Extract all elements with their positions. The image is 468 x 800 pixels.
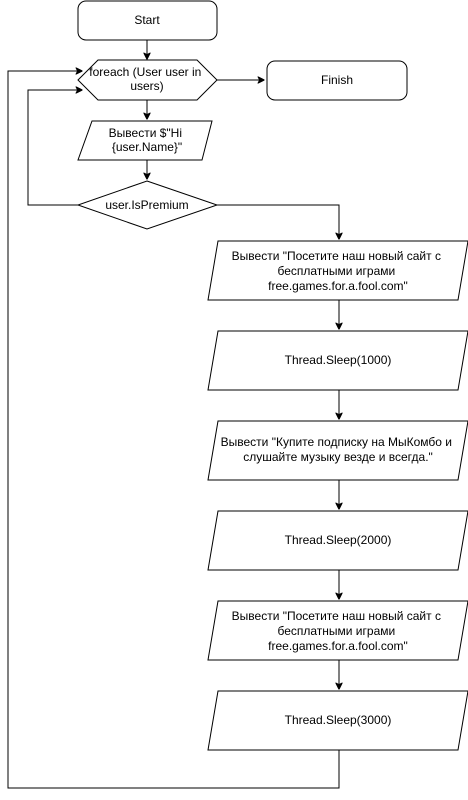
sleep-1-label: Thread.Sleep(1000) [285, 353, 392, 367]
output-subscribe-line-2: слушайте музыку везде и всегда." [243, 450, 433, 464]
finish-node: Finish [266, 60, 408, 101]
output-site-1-line-3: free.games.for.a.fool.com" [268, 279, 408, 293]
output-hi-label: Вывести $"Hi {user.Name}" [109, 126, 186, 154]
output-site-1-label: Вывести "Посетите наш новый сайт с беспл… [232, 249, 445, 293]
foreach-label: foreach (User user in users) [89, 65, 204, 93]
sleep-2-node: Thread.Sleep(2000) [207, 510, 468, 571]
sleep-3-node: Thread.Sleep(3000) [207, 690, 468, 751]
edge-condition-true [217, 204, 339, 239]
condition-label: user.IsPremium [105, 198, 188, 212]
output-site-2-node: Вывести "Посетите наш новый сайт с беспл… [207, 600, 468, 661]
edge-condition-false-loop [27, 90, 82, 206]
output-hi-line-1: Вывести $"Hi [109, 126, 182, 140]
start-node: Start [77, 0, 218, 41]
edges [7, 40, 340, 789]
output-hi-node: Вывести $"Hi {user.Name}" [77, 120, 213, 161]
edge-sleep3-loop-back [7, 71, 340, 789]
output-site-2-label: Вывести "Посетите наш новый сайт с беспл… [232, 609, 445, 653]
output-site-1-line-1: Вывести "Посетите наш новый сайт с [232, 249, 441, 263]
start-label: Start [134, 13, 160, 27]
output-site-1-node: Вывести "Посетите наш новый сайт с беспл… [207, 240, 468, 301]
output-subscribe-label: Вывести "Купите подписку на МыКомбо и сл… [221, 435, 456, 464]
sleep-1-node: Thread.Sleep(1000) [207, 330, 468, 391]
foreach-node: foreach (User user in users) [77, 59, 218, 101]
foreach-label-line-1: foreach (User user in [89, 65, 201, 79]
sleep-3-label: Thread.Sleep(3000) [285, 713, 392, 727]
finish-label: Finish [321, 73, 353, 87]
condition-node: user.IsPremium [76, 180, 219, 230]
output-subscribe-line-1: Вывести "Купите подписку на МыКомбо и [221, 435, 452, 449]
output-site-2-line-1: Вывести "Посетите наш новый сайт с [232, 609, 441, 623]
output-site-1-line-2: бесплатными играми [277, 264, 395, 278]
output-site-2-line-3: free.games.for.a.fool.com" [268, 639, 408, 653]
sleep-2-label: Thread.Sleep(2000) [285, 533, 392, 547]
output-subscribe-node: Вывести "Купите подписку на МыКомбо и сл… [207, 420, 468, 481]
output-hi-line-2: {user.Name}" [112, 140, 182, 154]
foreach-label-line-2: users) [130, 79, 163, 93]
output-site-2-line-2: бесплатными играми [277, 624, 395, 638]
